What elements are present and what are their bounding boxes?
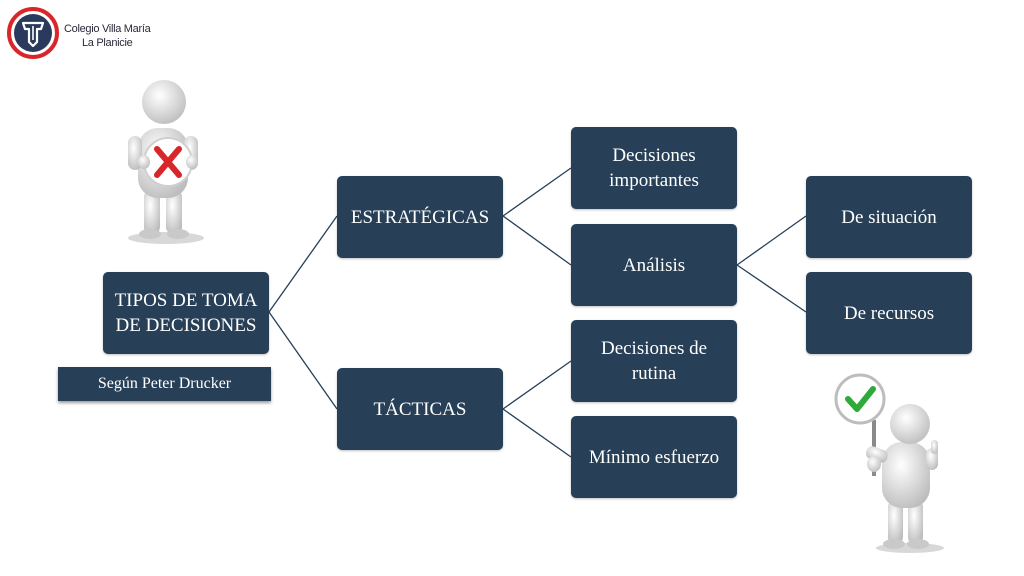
brand-line2: La Planicie	[81, 37, 133, 49]
school-crest-icon	[7, 7, 59, 59]
brand-text: Colegio Villa María La Planicie	[64, 22, 151, 50]
node-strategic: ESTRATÉGICAS	[337, 176, 503, 258]
node-resources-label: De recursos	[843, 302, 935, 324]
node-resources: De recursos	[806, 272, 972, 354]
node-important-decisions-label: Decisiones importantes	[609, 145, 699, 191]
connector-strategic-important	[502, 167, 572, 217]
node-strategic-label: ESTRATÉGICAS	[350, 206, 490, 228]
root-node-label: TIPOS DE TOMA DE DECISIONES	[114, 290, 258, 336]
node-minimum-effort-label: Mínimo esfuerzo	[588, 446, 720, 468]
subtitle-banner: Según Peter Drucker	[58, 367, 271, 401]
node-tactical-label: TÁCTICAS	[373, 398, 467, 420]
node-routine-decisions: Decisiones de rutina	[571, 320, 737, 402]
connector-analysis-resources	[736, 264, 807, 313]
node-analysis-label: Análisis	[622, 254, 686, 276]
connector-root-tactical	[268, 311, 338, 410]
connector-root-strategic	[268, 215, 338, 313]
connector-tactical-minimum	[502, 408, 572, 458]
node-minimum-effort: Mínimo esfuerzo	[571, 416, 737, 498]
node-situation-label: De situación	[841, 206, 937, 228]
brand-line1: Colegio Villa María	[64, 23, 151, 35]
connector-analysis-situation	[736, 215, 807, 266]
node-situation: De situación	[806, 176, 972, 258]
person-holding-check-sign-icon	[834, 373, 944, 553]
connector-strategic-analysis	[502, 215, 572, 266]
person-holding-x-sign-icon	[128, 80, 204, 244]
node-important-decisions: Decisiones importantes	[571, 127, 737, 209]
connector-tactical-routine	[502, 360, 572, 410]
node-routine-decisions-label: Decisiones de rutina	[600, 338, 708, 384]
root-node: TIPOS DE TOMA DE DECISIONES	[103, 272, 269, 354]
node-analysis: Análisis	[571, 224, 737, 306]
subtitle-label: Según Peter Drucker	[97, 375, 232, 392]
node-tactical: TÁCTICAS	[337, 368, 503, 450]
